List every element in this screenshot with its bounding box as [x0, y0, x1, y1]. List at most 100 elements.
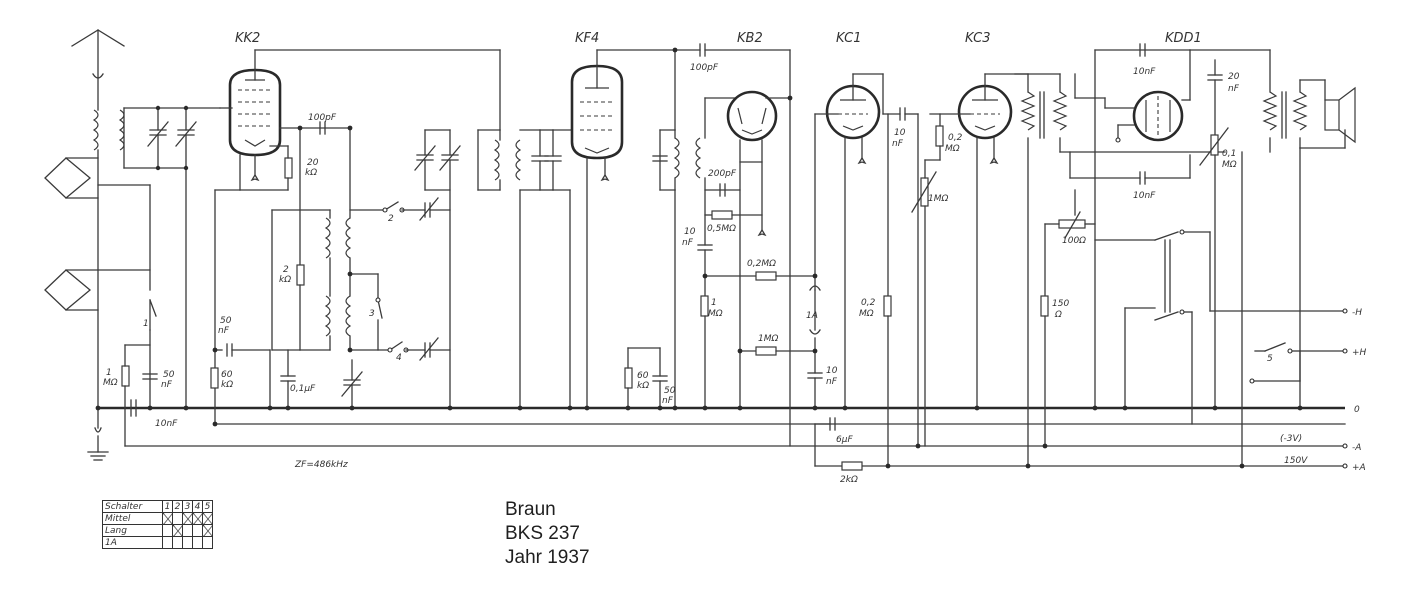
r-02m-c-label-1: 0,2 — [948, 133, 963, 143]
kf4-section: KF4 100pF — [477, 31, 791, 409]
c-100pf-b-label: 100pF — [690, 63, 719, 73]
switch-cell — [162, 512, 173, 525]
bus-junctions — [95, 47, 1303, 469]
c-01uf-label: 0,1μF — [290, 384, 316, 394]
r-2k-b-label: 2kΩ — [840, 475, 858, 485]
terminal-h1-label: -H — [1352, 308, 1362, 318]
c-10nf-f-label: 10nF — [1133, 191, 1156, 201]
voltage-150-label: 150V — [1284, 456, 1308, 466]
tube-kc3-label: KC3 — [965, 31, 991, 46]
switch-col-1: 1 — [162, 500, 173, 513]
r-60k-a-label-1: 60 — [221, 370, 233, 380]
switch-cell — [162, 536, 173, 549]
c-50nf-c-label-1: 50 — [664, 386, 676, 396]
tube-kc1-label: KC1 — [836, 31, 862, 46]
switch-5-label: 5 — [1267, 354, 1273, 364]
switch-cell — [192, 524, 203, 537]
switch-table-header: Schalter — [102, 500, 163, 513]
switch-cell — [192, 536, 203, 549]
c-20nf-label-2: nF — [1228, 84, 1240, 94]
c-10nf-c-label-2: nF — [826, 377, 838, 387]
antenna-section: 1 1 MΩ 50 nF 10nF — [44, 29, 221, 461]
r-2k-label-2: kΩ — [279, 275, 291, 285]
kc1-section: KC1 1A 10 nF 10 nF 0,2 MΩ — [806, 31, 919, 485]
r-1m-b-label-1: 1 — [711, 298, 717, 308]
fuse-1a-label: 1A — [806, 311, 818, 321]
switch-cell — [202, 512, 213, 525]
r-02m-a-label: 0,2MΩ — [747, 259, 776, 269]
switch-cell — [162, 524, 173, 537]
r-02m-c-label-2: MΩ — [945, 144, 960, 154]
switch-cell — [172, 524, 183, 537]
caption-year: Jahr 1937 — [505, 547, 590, 568]
c-10nf-b-label-1: 10 — [684, 227, 696, 237]
caption: Braun BKS 237 Jahr 1937 — [505, 498, 590, 570]
switch-4-label: 4 — [396, 353, 402, 363]
kk2-section: KK2 100pF 20 kΩ — [210, 31, 501, 470]
r-60k-b-label-1: 60 — [637, 371, 649, 381]
r-1m-b-label-2: MΩ — [708, 309, 723, 319]
terminal-0-label: 0 — [1354, 405, 1360, 415]
r-20k-label-1: 20 — [307, 158, 319, 168]
switch-table-row: 1A — [102, 536, 213, 549]
switch-1-label: 1 — [143, 319, 149, 329]
switch-cell — [182, 512, 193, 525]
r-1m-a-label-1: 1 — [106, 368, 112, 378]
switch-cell — [172, 512, 183, 525]
r-1m-d-label: 1MΩ — [928, 194, 948, 204]
r-02m-b-label-1: 0,2 — [861, 298, 876, 308]
terminal-h2-label: +H — [1352, 348, 1367, 358]
terminals: -H +H 0 -A +A (-3V) 150V — [1280, 308, 1367, 473]
c-50nf-b-label-2: nF — [218, 326, 230, 336]
caption-model: BKS 237 — [505, 523, 580, 544]
switch-cell — [182, 536, 193, 549]
switch-table-row: Mittel — [102, 512, 213, 525]
c-6uf-label: 6μF — [836, 435, 853, 445]
r-1m-a-label-2: MΩ — [103, 378, 118, 388]
switch-cell — [172, 536, 183, 549]
terminal-a2-label: +A — [1352, 463, 1366, 473]
c-10nf-e-label: 10nF — [1133, 67, 1156, 77]
switch-row-name: Mittel — [102, 512, 163, 525]
c-10nf-main-label: 10nF — [155, 419, 178, 429]
r-60k-a-label-2: kΩ — [221, 380, 233, 390]
tube-kdd1-label: KDD1 — [1165, 31, 1202, 46]
r-20k-label-2: kΩ — [305, 168, 317, 178]
switch-2-label: 2 — [388, 214, 394, 224]
terminal-a1-label: -A — [1352, 443, 1361, 453]
r-01m-label-2: MΩ — [1222, 160, 1237, 170]
switch-col-3: 3 — [182, 500, 193, 513]
r-01m-label-1: 0,1 — [1222, 149, 1236, 159]
c-100pf-a-label: 100pF — [308, 113, 337, 123]
switch-col-2: 2 — [172, 500, 183, 513]
tube-kk2-label: KK2 — [235, 31, 260, 46]
c-10nf-d-label-1: 10 — [894, 128, 906, 138]
switch-row-name: 1A — [102, 536, 163, 549]
c-20nf-label-1: 20 — [1228, 72, 1240, 82]
switch-col-5: 5 — [202, 500, 213, 513]
c-10nf-b-label-2: nF — [682, 238, 694, 248]
r-05m-label: 0,5MΩ — [707, 224, 736, 234]
switch-position-table: Schalter 1 2 3 4 5 Mittel Lang 1A — [102, 500, 213, 549]
switch-row-name: Lang — [102, 524, 163, 537]
voltage-neg3-label: (-3V) — [1280, 434, 1302, 444]
c-50nf-c-label-2: nF — [662, 396, 674, 406]
kdd1-section: KDD1 10nF 20 nF 0,1 MΩ — [1040, 31, 1356, 467]
c-50nf-a-label-1: 50 — [163, 370, 175, 380]
kb2-section: KB2 200pF 0,5MΩ 10 nF — [652, 31, 816, 447]
switch-cell — [202, 524, 213, 537]
r-100-label: 100Ω — [1062, 236, 1086, 246]
tube-kb2-label: KB2 — [737, 31, 763, 46]
c-50nf-b-label-1: 50 — [220, 316, 232, 326]
r-2k-label-1: 2 — [283, 265, 289, 275]
r-1m-c-label: 1MΩ — [758, 334, 778, 344]
switch-col-4: 4 — [192, 500, 203, 513]
caption-brand: Braun — [505, 499, 556, 520]
bus-lines — [100, 310, 1346, 467]
switch-cell — [182, 524, 193, 537]
r-02m-b-label-2: MΩ — [859, 309, 874, 319]
switch-cell — [202, 536, 213, 549]
c-10nf-d-label-2: nF — [892, 139, 904, 149]
switch-3-label: 3 — [369, 309, 375, 319]
